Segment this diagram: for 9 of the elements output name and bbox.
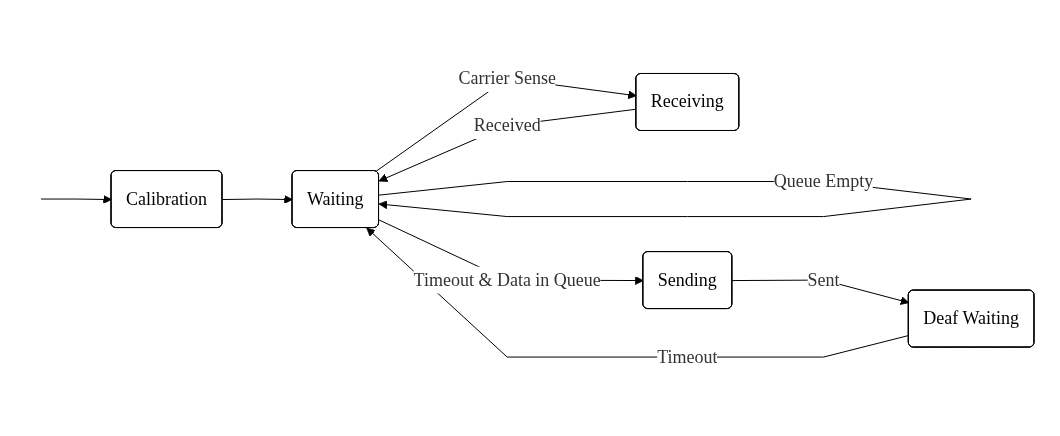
arrow [222, 195, 293, 205]
arrow [378, 108, 637, 183]
edge-label: Timeout & Data in Queue [413, 269, 601, 290]
edge-label: Queue Empty [773, 171, 874, 192]
arrow [40, 195, 112, 205]
edge-label: Sent [807, 269, 840, 290]
edge-label: Timeout [657, 346, 718, 367]
edge-label: Carrier Sense [458, 68, 556, 89]
edge-label: Received [473, 115, 541, 136]
